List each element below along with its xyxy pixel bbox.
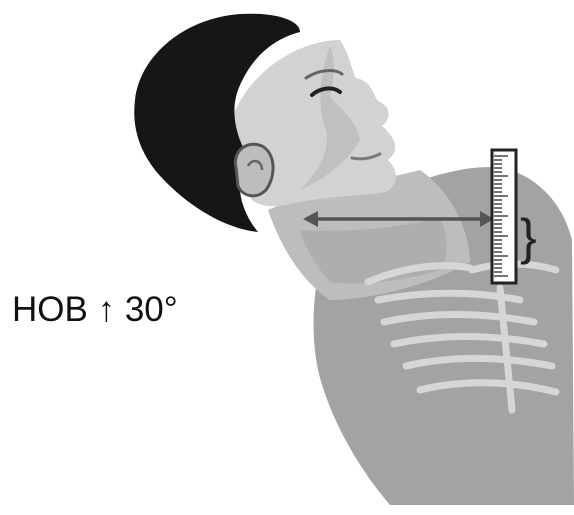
curly-bracket: } [520, 212, 537, 262]
measurement-ruler [492, 150, 516, 283]
hob-prefix: HOB [12, 290, 88, 329]
up-arrow-icon: ↑ [98, 290, 116, 329]
patient-ear [235, 144, 273, 196]
head-of-bed-label: HOB ↑ 30° [12, 292, 178, 327]
angle-value: 30° [125, 290, 178, 329]
